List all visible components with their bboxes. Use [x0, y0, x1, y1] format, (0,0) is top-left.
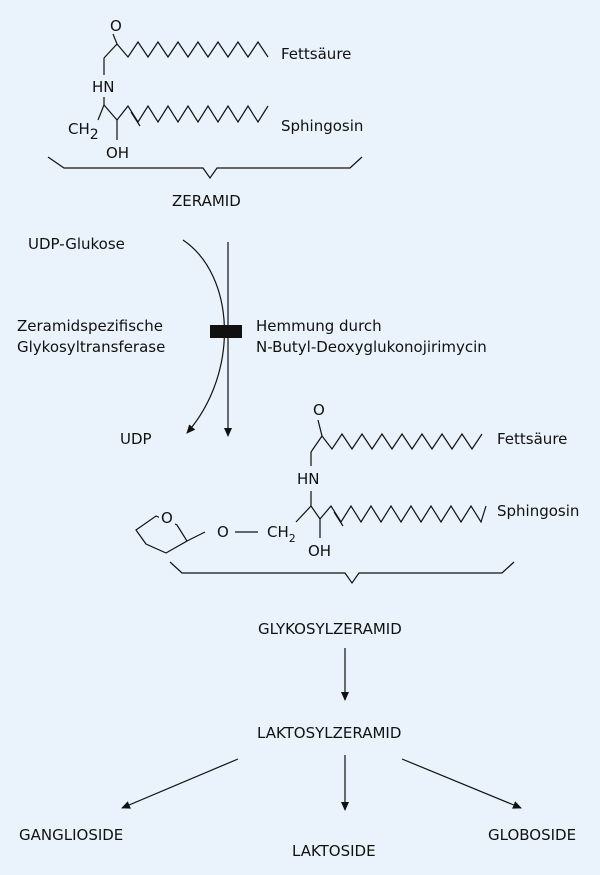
ceramide-brace: [47, 156, 363, 180]
glc-sphingosine-chain: [319, 504, 487, 524]
lactosides-label: LAKTOSIDE: [292, 842, 376, 860]
ring-oxygen: O: [161, 509, 173, 527]
gangliosides-label: GANGLIOSIDE: [19, 826, 123, 844]
glycosylation-step: UDP-Glukose Zeramidspezifische Glykosylt…: [17, 235, 487, 448]
ceramide-carbonyl-o: O: [110, 17, 122, 35]
ring-o-mask: [159, 508, 175, 526]
ceramide-oh: OH: [106, 144, 129, 162]
enzyme-label-line2: Glykosyltransferase: [17, 338, 165, 356]
enzyme-label-line1: Zeramidspezifische: [17, 317, 163, 335]
arrow-to-globosides: [401, 758, 522, 809]
inhibition-label-line2: N-Butyl-Deoxyglukonojirimycin: [256, 338, 487, 356]
ceramide-co-bond: [112, 33, 118, 45]
glc-sphingosine-label: Sphingosin: [497, 502, 579, 520]
ceramide-bond-c-ch2: [97, 104, 105, 121]
ceramide-sphingosine-label: Sphingosin: [281, 117, 363, 135]
bond-ch2-c: [295, 505, 312, 523]
ceramide-structure: O HN CH2 OH Fettsäure Sphingosin ZERAMID: [47, 17, 363, 210]
glc-oh: OH: [308, 542, 331, 560]
inhibition-bar-icon: [210, 325, 242, 338]
glc-co-bond: [317, 419, 323, 437]
globosides-label: GLOBOSIDE: [488, 826, 576, 844]
ceramide-fatty-acid-chain: [116, 40, 269, 59]
ceramide-fatty-acid-label: Fettsäure: [281, 45, 351, 63]
glc-nh: HN: [297, 470, 320, 488]
ceramide-bond-c-c: [103, 104, 118, 121]
glc-double-bond: [333, 511, 344, 527]
ceramide-name: ZERAMID: [172, 192, 241, 210]
bond-c-c2: [310, 505, 321, 520]
glucosylceramide-structure: O O CH2 HN O OH Fettsäure Sphingosin GLY…: [135, 401, 579, 638]
ceramide-double-bond: [130, 111, 141, 127]
udp-glucose-label: UDP-Glukose: [28, 235, 125, 253]
bond-ring-o: [186, 531, 206, 542]
glucosylceramide-brace: [169, 561, 515, 585]
glucosylceramide-name: GLYKOSYLZERAMID: [258, 620, 402, 638]
glc-carbonyl-o: O: [313, 401, 325, 419]
ceramide-sphingosine-chain: [116, 104, 269, 124]
lactosylceramide-name: LAKTOSYLZERAMID: [257, 724, 401, 742]
glc-fatty-acid-label: Fettsäure: [497, 430, 567, 448]
ceramide-ch2: CH2: [68, 120, 99, 143]
glc-fatty-acid-chain: [321, 432, 483, 451]
arrow-to-gangliosides: [121, 758, 239, 809]
bond-c-co: [310, 435, 323, 453]
linking-oxygen: O: [217, 523, 229, 541]
glc-ch2: CH2: [267, 523, 296, 545]
inhibition-label-line1: Hemmung durch: [256, 317, 382, 335]
udp-label: UDP: [120, 430, 152, 448]
ceramide-bond-c-n: [103, 43, 118, 59]
ceramide-nh: HN: [92, 78, 115, 96]
